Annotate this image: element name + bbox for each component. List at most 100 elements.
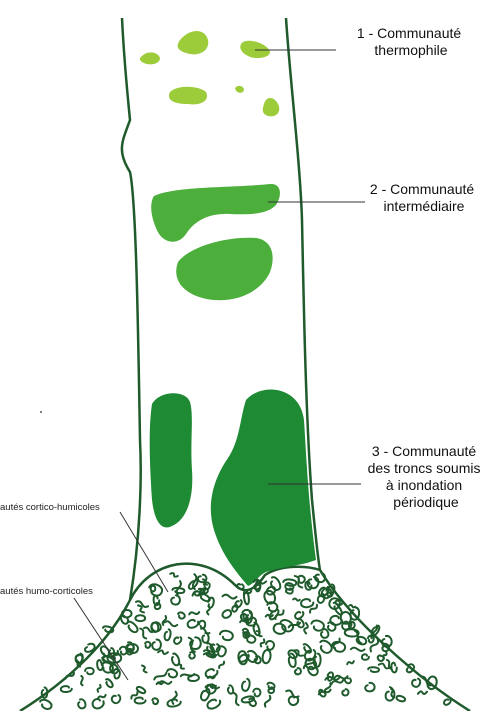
- zone-intermediaire-patches: [151, 184, 280, 300]
- humus-squiggle: [181, 673, 195, 677]
- humus-squiggle: [207, 597, 215, 608]
- humus-squiggle: [150, 586, 155, 592]
- humus-squiggle: [396, 695, 406, 702]
- trunk-right-edge: [286, 18, 470, 711]
- humus-squiggle: [98, 695, 106, 699]
- humus-squiggle: [422, 675, 431, 687]
- humus-squiggle: [265, 640, 275, 650]
- thermophile-patch: [169, 87, 207, 105]
- humus-squiggle: [97, 660, 104, 671]
- humus-squiggle: [204, 667, 218, 679]
- humus-squiggle: [173, 635, 183, 645]
- zone-inondation-patches: [150, 389, 316, 586]
- humus-squiggle: [411, 677, 422, 688]
- humus-squiggle: [219, 630, 233, 641]
- label-community-2-line-2: intermédiaire: [384, 198, 465, 214]
- label-humo-corticoles: autés humo-corticoles: [0, 586, 93, 597]
- humus-squiggle: [266, 682, 275, 690]
- humus-squiggle: [266, 601, 279, 613]
- thermophile-patch: [263, 98, 279, 116]
- humus-squiggle: [362, 654, 369, 660]
- humus-squiggle: [153, 673, 167, 679]
- humus-squiggle: [159, 678, 171, 686]
- leader-lines: [74, 50, 365, 680]
- tree-trunk: [20, 18, 470, 711]
- humus-squiggle: [110, 693, 121, 705]
- humus-squiggle: [152, 639, 161, 650]
- humus-squiggle: [418, 688, 427, 697]
- humus-squiggle: [171, 595, 180, 605]
- intermediaire-patch-lower: [176, 238, 272, 300]
- humus-squiggle: [61, 686, 72, 693]
- humus-squiggle: [102, 625, 114, 633]
- humus-squiggle: [144, 641, 152, 649]
- humus-squiggle: [166, 668, 178, 679]
- humus-squiggle: [222, 591, 236, 601]
- humus-squiggle: [241, 678, 250, 691]
- thermophile-patch: [235, 86, 244, 93]
- label-community-3-line-4: périodique: [393, 494, 459, 510]
- humus-squiggle: [349, 603, 355, 609]
- humus-squiggle: [262, 696, 273, 707]
- label-community-3-line-1: 3 - Communauté: [372, 443, 476, 459]
- humus-squiggle: [42, 687, 48, 697]
- humus-squiggle: [268, 576, 282, 592]
- humus-squiggle: [91, 697, 105, 710]
- humus-squiggle: [301, 623, 311, 633]
- humus-squiggle: [301, 598, 314, 608]
- humus-squiggle: [206, 697, 222, 711]
- humus-squiggle: [169, 692, 180, 704]
- humus-squiggle: [170, 653, 181, 667]
- humus-squiggle: [259, 639, 267, 646]
- humus-squiggle: [199, 621, 205, 629]
- zone-thermophile-patches: [140, 31, 279, 116]
- humus-squiggle: [96, 685, 103, 692]
- humus-squiggle: [302, 643, 313, 654]
- humus-squiggle: [293, 597, 300, 603]
- humus-squiggle: [189, 610, 199, 616]
- humus-squiggle: [170, 571, 178, 579]
- intermediaire-patch-upper: [151, 184, 280, 242]
- humus-squiggle: [342, 689, 348, 696]
- humus-squiggle: [38, 698, 53, 710]
- stray-dot: [40, 411, 42, 413]
- label-cortico-humicoles: autés cortico-humicoles: [0, 502, 100, 513]
- humus-squiggle: [202, 633, 209, 643]
- humus-squiggle: [120, 614, 130, 625]
- thermophile-patch: [178, 31, 209, 54]
- humus-squiggle: [104, 678, 114, 688]
- humus-squiggle: [100, 654, 107, 661]
- humus-squiggle: [317, 638, 334, 655]
- humus-squiggle: [252, 688, 261, 697]
- humus-squiggle: [79, 676, 84, 685]
- humus-squiggle: [76, 698, 86, 709]
- humus-squiggle: [218, 662, 226, 668]
- humus-squiggle: [344, 676, 352, 684]
- humus-squiggle: [262, 649, 272, 663]
- humus-squiggle: [236, 582, 244, 590]
- humus-squiggle: [221, 609, 232, 620]
- humus-squiggle: [200, 687, 211, 701]
- humus-squiggle: [227, 685, 234, 694]
- humus-squiggle: [197, 574, 206, 583]
- humus-squiggle: [167, 698, 182, 708]
- humus-squiggle: [294, 668, 301, 675]
- humus-squiggle: [151, 697, 159, 704]
- base-humus-texture: [38, 571, 451, 711]
- leader-line-humo-corticoles: [74, 598, 128, 680]
- humus-squiggle: [141, 666, 147, 673]
- humus-squiggle: [351, 645, 365, 654]
- humus-squiggle: [385, 688, 395, 701]
- label-community-3-line-2: des troncs soumis: [368, 460, 481, 476]
- label-community-2-line-1: 2 - Communauté: [370, 181, 474, 197]
- humus-squiggle: [365, 682, 376, 692]
- inondation-patch-left: [150, 393, 193, 527]
- inondation-patch-right: [211, 389, 316, 586]
- humus-squiggle: [234, 693, 239, 705]
- humus-squiggle: [164, 629, 171, 641]
- humus-squiggle: [231, 604, 238, 612]
- humus-squiggle: [177, 611, 186, 619]
- thermophile-patch: [140, 52, 160, 64]
- label-community-1: 1 - Communauté thermophile: [357, 25, 465, 58]
